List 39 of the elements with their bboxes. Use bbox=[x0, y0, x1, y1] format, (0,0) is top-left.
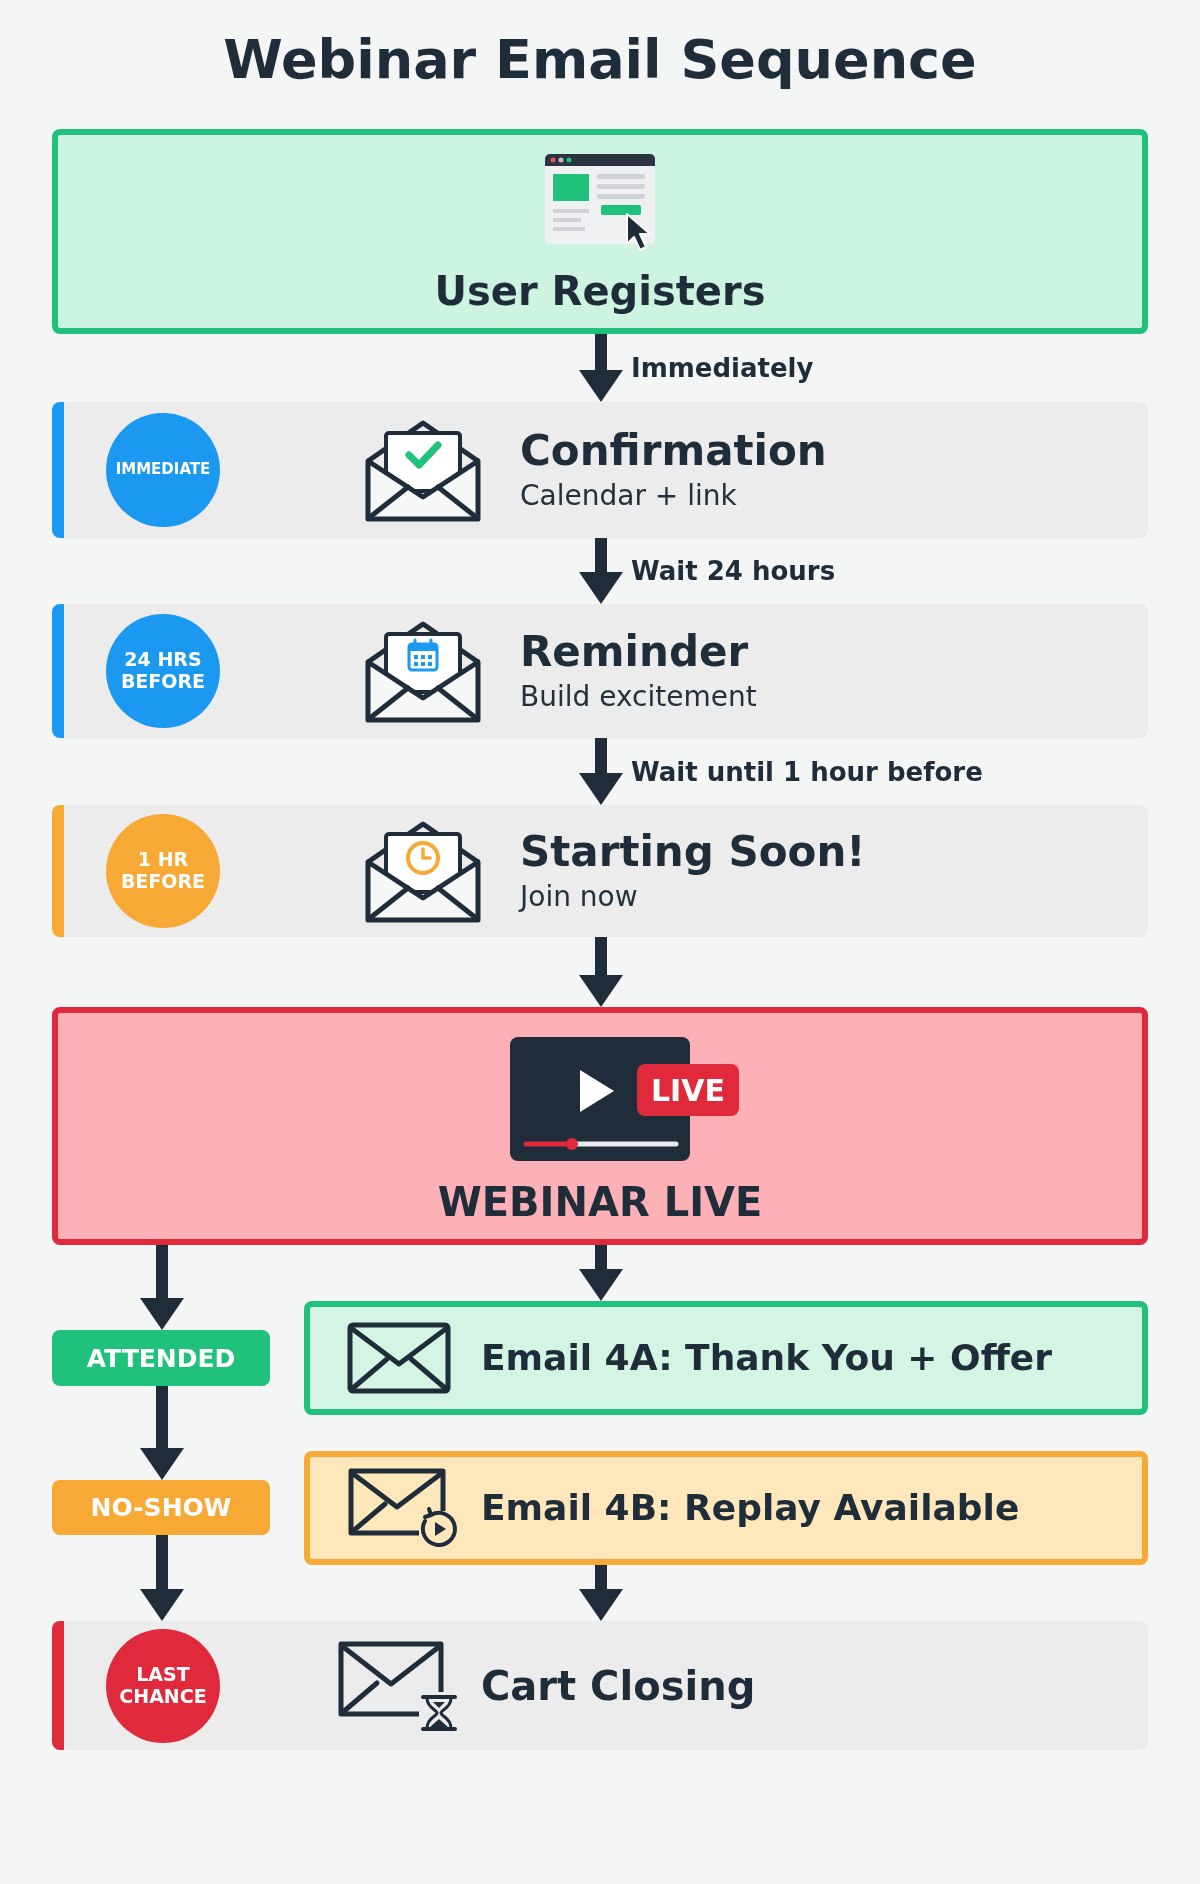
step-description: Calendar + link bbox=[520, 477, 738, 513]
step-title: Reminder bbox=[520, 628, 750, 677]
step-description: Build excitement bbox=[520, 678, 757, 714]
email-step-panel bbox=[304, 1301, 1148, 1415]
live-event-panel bbox=[52, 1007, 1148, 1245]
flow-arrow bbox=[579, 1565, 623, 1621]
step-panel bbox=[52, 129, 1148, 334]
timing-badge: 1 HR BEFORE bbox=[106, 814, 220, 928]
flow-arrow bbox=[579, 1245, 623, 1301]
email-step-row bbox=[52, 604, 1148, 738]
live-tag: LIVE bbox=[637, 1064, 739, 1116]
flow-arrow bbox=[140, 1535, 184, 1621]
edge-label: Wait 24 hours bbox=[631, 555, 836, 587]
step-title: User Registers bbox=[434, 267, 766, 315]
timing-badge: LAST CHANCE bbox=[106, 1629, 220, 1743]
step-description: Join now bbox=[520, 878, 639, 914]
step-title: WEBINAR LIVE bbox=[437, 1178, 763, 1226]
email-step-row bbox=[52, 805, 1148, 937]
timing-badge: IMMEDIATE bbox=[106, 413, 220, 527]
flow-arrow bbox=[579, 538, 623, 604]
timing-badge: 24 HRS BEFORE bbox=[106, 614, 220, 728]
branch-tag: ATTENDED bbox=[52, 1330, 270, 1386]
step-title: Cart Closing bbox=[481, 1662, 756, 1709]
email-step-row bbox=[52, 1621, 1148, 1750]
email-step-row bbox=[52, 402, 1148, 538]
edge-label: Wait until 1 hour before bbox=[631, 755, 983, 788]
step-title: Confirmation bbox=[520, 427, 827, 476]
branch-tag: NO-SHOW bbox=[52, 1480, 270, 1535]
diagram-title: Webinar Email Sequence bbox=[222, 28, 978, 92]
edge-label: Immediately bbox=[631, 352, 814, 384]
flow-arrow bbox=[579, 937, 623, 1007]
step-title: Starting Soon! bbox=[520, 828, 866, 877]
step-title: Email 4B: Replay Available bbox=[481, 1486, 1020, 1530]
flow-arrow bbox=[579, 738, 623, 805]
flow-arrow bbox=[140, 1245, 184, 1330]
step-title: Email 4A: Thank You + Offer bbox=[481, 1336, 1052, 1380]
email-step-panel bbox=[304, 1451, 1148, 1565]
flow-arrow bbox=[140, 1386, 184, 1480]
flow-arrow bbox=[579, 334, 623, 402]
